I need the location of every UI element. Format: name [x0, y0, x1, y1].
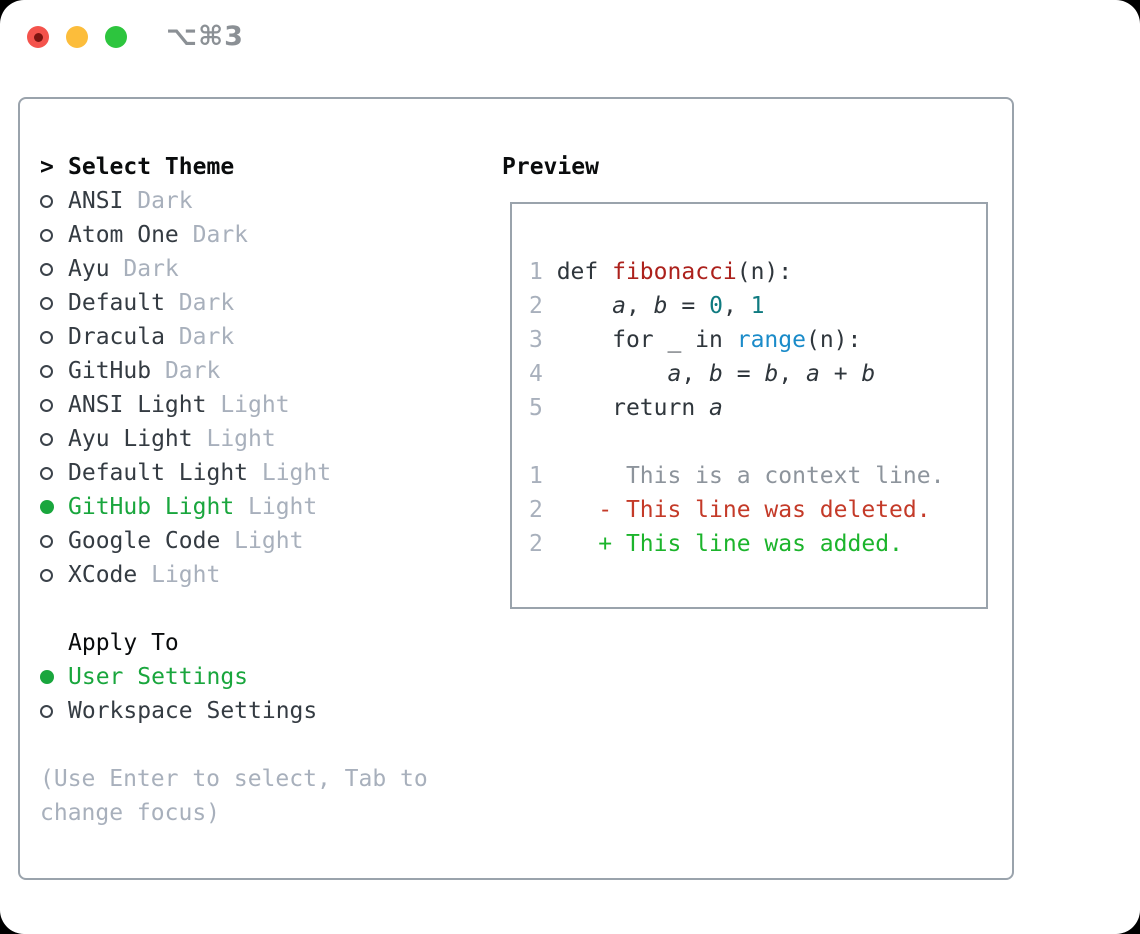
radio-selected-icon [40, 670, 68, 684]
theme-name: Dracula [68, 324, 165, 350]
apply-to-title: Apply To [68, 630, 179, 656]
line-number: 3 [529, 327, 543, 353]
hint-line-2: change focus) [40, 800, 221, 826]
theme-variant: Light [248, 460, 332, 486]
theme-name: GitHub [68, 358, 152, 384]
code-line: 1 This is a context line. [529, 463, 945, 489]
radio-icon [40, 704, 68, 718]
radio-icon [40, 296, 68, 310]
radio-icon [40, 194, 68, 208]
minimize-button[interactable] [66, 26, 88, 48]
radio-selected-icon [40, 500, 68, 514]
apply-option-label: Workspace Settings [68, 698, 318, 724]
apply-option-user-settings[interactable]: User Settings [40, 660, 317, 694]
apply-to-header-row: Apply To [40, 626, 317, 660]
hint-block: (Use Enter to select, Tab to change focu… [40, 762, 428, 830]
code-line: 2 + This line was added. [529, 531, 903, 557]
theme-option-ayu[interactable]: Ayu Dark [40, 252, 331, 286]
theme-variant: Light [234, 494, 318, 520]
theme-variant: Light [137, 562, 221, 588]
theme-variant: Dark [109, 256, 179, 282]
theme-option-github[interactable]: GitHub Dark [40, 354, 331, 388]
theme-name: Default [68, 290, 165, 316]
radio-icon [40, 262, 68, 276]
theme-variant: Light [220, 528, 304, 554]
theme-option-ansi[interactable]: ANSI Dark [40, 184, 331, 218]
line-number: 1 [529, 259, 543, 285]
theme-option-default[interactable]: Default Dark [40, 286, 331, 320]
titlebar: ⌥⌘3 [0, 0, 1140, 74]
select-theme-header: > Select Theme [40, 150, 234, 184]
radio-icon [40, 398, 68, 412]
radio-icon [40, 330, 68, 344]
apply-option-workspace-settings[interactable]: Workspace Settings [40, 694, 317, 728]
theme-option-atom-one[interactable]: Atom One Dark [40, 218, 331, 252]
radio-icon [40, 364, 68, 378]
code-line: 3 for _ in range(n): [529, 327, 862, 353]
select-theme-title: Select Theme [68, 154, 235, 180]
radio-icon [40, 534, 68, 548]
radio-icon [40, 432, 68, 446]
theme-variant: Dark [123, 188, 193, 214]
theme-name: Default Light [68, 460, 249, 486]
code-line: 5 return a [529, 395, 723, 421]
code-line: 2 a, b = 0, 1 [529, 293, 765, 319]
theme-name: XCode [68, 562, 138, 588]
radio-icon [40, 228, 68, 242]
theme-name: Atom One [68, 222, 179, 248]
theme-name: ANSI [68, 188, 124, 214]
preview-title: Preview [502, 154, 599, 180]
theme-option-dracula[interactable]: Dracula Dark [40, 320, 331, 354]
theme-variant: Dark [164, 290, 235, 316]
theme-option-ansi-light[interactable]: ANSI Light Light [40, 388, 331, 422]
theme-name: Ayu [68, 256, 110, 282]
radio-icon [40, 568, 68, 582]
theme-option-google-code[interactable]: Google Code Light [40, 524, 331, 558]
theme-name: GitHub Light [68, 494, 235, 520]
line-number: 2 [529, 531, 543, 557]
theme-option-default-light[interactable]: Default Light Light [40, 456, 331, 490]
theme-option-xcode[interactable]: XCode Light [40, 558, 331, 592]
line-number: 2 [529, 497, 543, 523]
theme-name: Google Code [68, 528, 221, 554]
theme-variant: Dark [164, 324, 235, 350]
code-line [529, 425, 986, 459]
line-number: 4 [529, 361, 543, 387]
code-line: 2 - This line was deleted. [529, 497, 931, 523]
cursor-arrow-icon: > [40, 154, 54, 180]
theme-variant: Light [192, 426, 276, 452]
theme-variant: Dark [151, 358, 221, 384]
theme-option-ayu-light[interactable]: Ayu Light Light [40, 422, 331, 456]
line-number: 1 [529, 463, 543, 489]
code-line: 1 def fibonacci(n): [529, 259, 793, 285]
theme-name: Ayu Light [68, 426, 193, 452]
window-title-shortcut: ⌥⌘3 [166, 21, 244, 52]
radio-icon [40, 466, 68, 480]
apply-option-label: User Settings [68, 664, 249, 690]
hint-line-1: (Use Enter to select, Tab to [40, 766, 428, 792]
line-number: 5 [529, 395, 543, 421]
close-button[interactable] [27, 26, 49, 48]
zoom-button[interactable] [105, 26, 127, 48]
theme-name: ANSI Light [68, 392, 207, 418]
line-number: 2 [529, 293, 543, 319]
preview-pane: 1 def fibonacci(n): 2 a, b = 0, 1 3 for _ … [510, 202, 988, 609]
theme-variant: Dark [178, 222, 249, 248]
theme-variant: Light [206, 392, 290, 418]
code-line: 4 a, b = b, a + b [529, 361, 876, 387]
theme-option-github-light[interactable]: GitHub Light Light [40, 490, 331, 524]
